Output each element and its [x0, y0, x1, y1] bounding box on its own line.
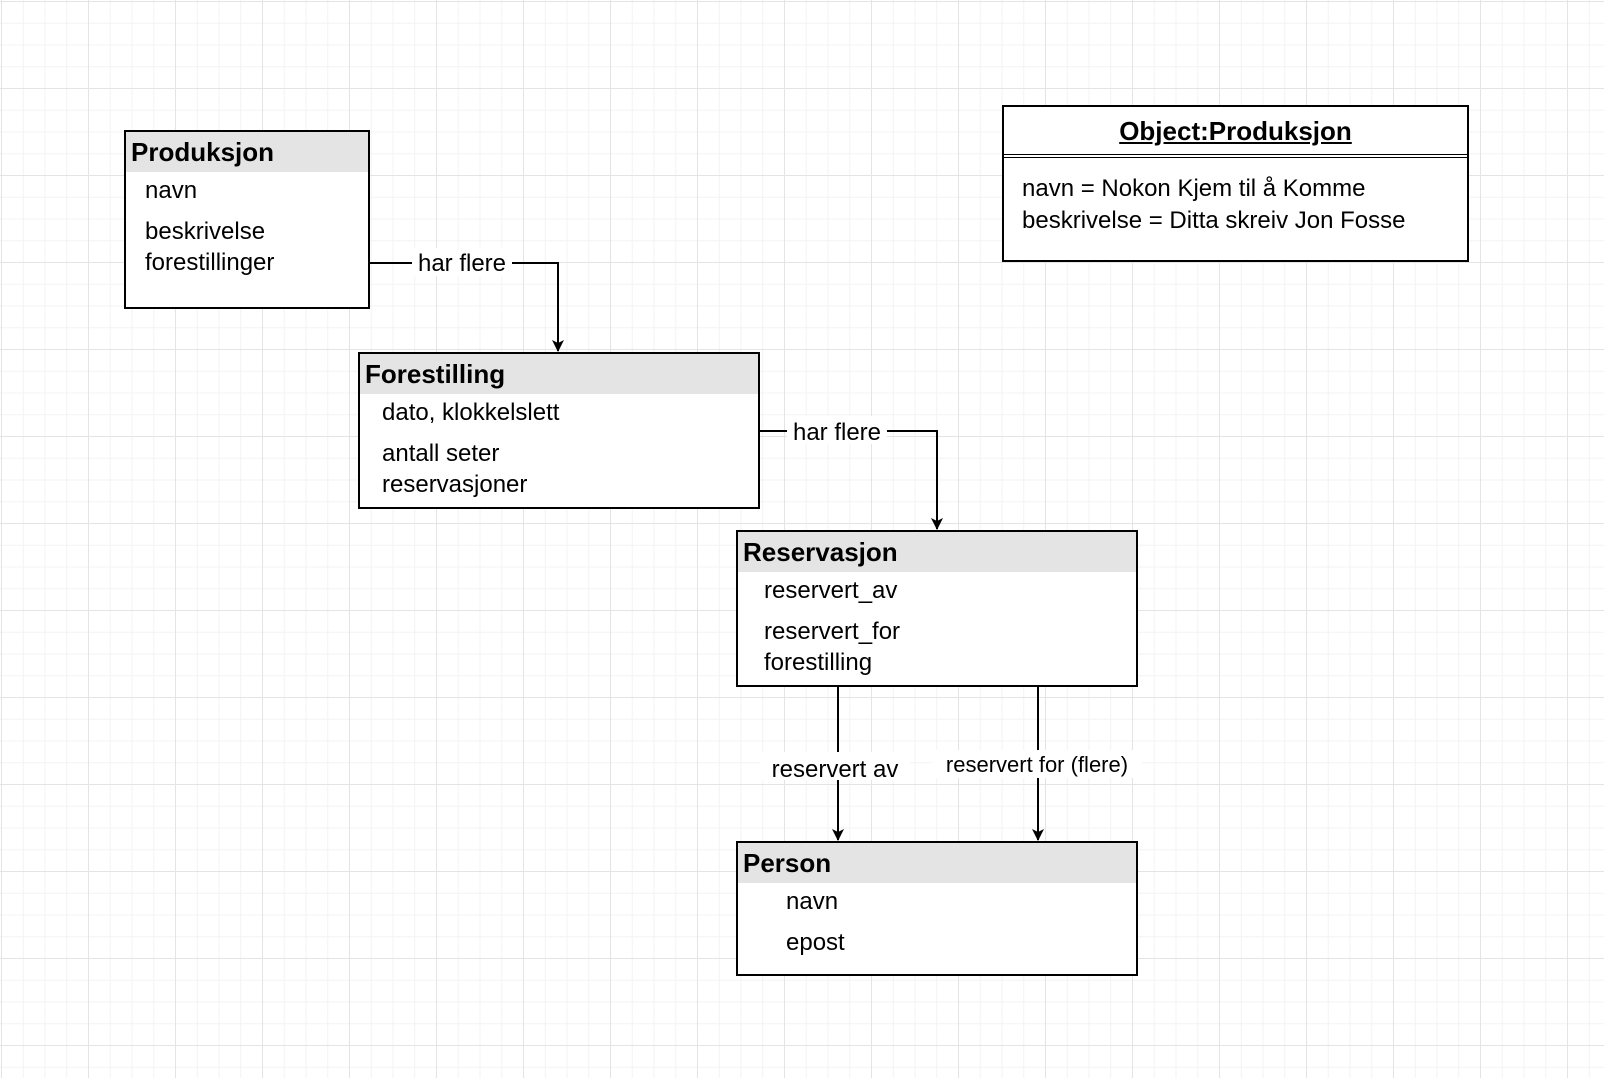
- attribute-item: forestilling: [764, 649, 873, 676]
- entity-reservasjon[interactable]: Reservasjon reservert_av reservert_for f…: [736, 530, 1138, 687]
- entity-forestilling[interactable]: Forestilling dato, klokkelslett antall s…: [358, 352, 760, 509]
- object-line: beskrivelse = Ditta skreiv Jon Fosse: [1022, 207, 1406, 234]
- entity-title: Reservasjon: [738, 532, 1136, 572]
- attribute-item: navn: [145, 177, 198, 204]
- attribute-list: navn epost: [738, 883, 1136, 958]
- edge-label-bg: [760, 752, 910, 780]
- attribute-item: reservasjoner: [382, 471, 528, 498]
- attribute-list: reservert_av reservert_for forestilling: [738, 572, 1136, 678]
- object-instance-produksjon[interactable]: Object:Produksjon navn = Nokon Kjem til …: [1002, 105, 1469, 262]
- edge-label-bg: [932, 750, 1142, 778]
- attribute-item: beskrivelse: [145, 218, 266, 245]
- entity-title: Forestilling: [360, 354, 758, 394]
- edge-produksjon-forestilling: har flere: [370, 248, 564, 352]
- attribute-item: reservert_av: [764, 577, 898, 604]
- edge-label-har-flere-1: har flere: [418, 250, 506, 277]
- attribute-item: epost: [786, 929, 845, 956]
- attribute-item: forestillinger: [145, 249, 275, 276]
- edge-label-reservert-av: reservert av: [772, 756, 899, 783]
- attribute-item: antall seter: [382, 440, 500, 467]
- entity-person[interactable]: Person navn epost: [736, 841, 1138, 976]
- attribute-list: navn beskrivelse forestillinger: [126, 172, 368, 278]
- object-line: navn = Nokon Kjem til å Komme: [1022, 175, 1366, 202]
- object-title: Object:Produksjon: [1004, 107, 1467, 158]
- attribute-item: navn: [786, 888, 839, 915]
- edge-label-bg: [787, 416, 887, 444]
- entity-title: Produksjon: [126, 132, 368, 172]
- object-body: navn = Nokon Kjem til å Komme beskrivels…: [1004, 158, 1467, 237]
- edge-forestilling-reservasjon: har flere: [760, 416, 943, 530]
- edge-label-har-flere-2: har flere: [793, 419, 881, 446]
- edge-reservert-for: reservert for (flere): [932, 687, 1142, 841]
- entity-title: Person: [738, 843, 1136, 883]
- entity-produksjon[interactable]: Produksjon navn beskrivelse forestilling…: [124, 130, 370, 309]
- edge-label-reservert-for: reservert for (flere): [946, 752, 1128, 777]
- attribute-list: dato, klokkelslett antall seter reservas…: [360, 394, 758, 500]
- attribute-item: reservert_for: [764, 618, 901, 645]
- edge-label-bg: [412, 248, 512, 276]
- edge-reservert-av: reservert av: [760, 687, 910, 841]
- attribute-item: dato, klokkelslett: [382, 399, 560, 426]
